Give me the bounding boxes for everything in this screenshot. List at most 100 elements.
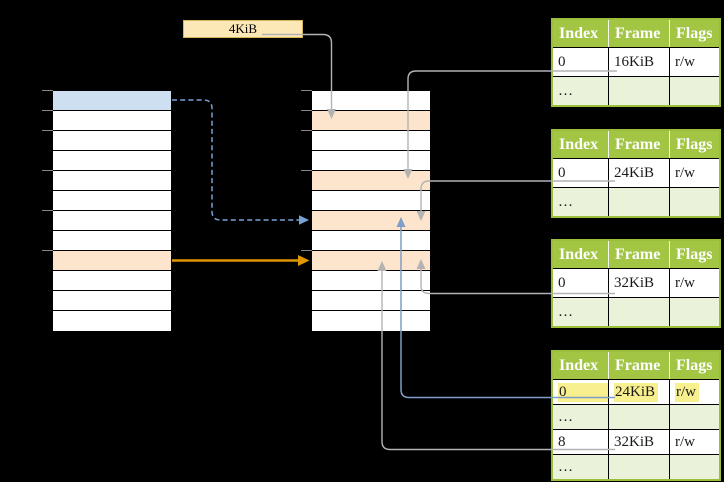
virtual-page-slot [53,211,171,231]
frame-table-cell-text: 16KiB [614,53,655,70]
frame-table-cell-text: 8 [558,433,566,450]
frame-table-cell-text: 0 [558,274,566,291]
frame-table-cell-text: r/w [675,53,695,70]
physical-frame-slot-mapped-peach [312,171,430,191]
virtual-page-slot [53,311,171,331]
virtual-page-slot [53,171,171,191]
frame-table-cell-text: 0 [558,382,608,402]
physical-frame-slot-mapped-peach [312,251,430,271]
frame-table-cell-text: 24KiB [614,164,655,181]
frame-table-cell [608,298,669,326]
frame-table-cell: 0 [553,380,608,404]
tick-mark [42,250,53,251]
frame-table-cell: … [553,455,608,479]
frame-table-row: 0 16KiB r/w [553,47,719,76]
frame-table-row: 0 32KiB r/w [553,268,719,297]
tick-mark [42,130,53,131]
frame-table-cell [608,188,669,216]
frame-table-cell [669,405,719,429]
frame-table-cell: 16KiB [608,48,669,76]
physical-frame-slot-mapped-peach [312,211,430,231]
column-header-flags: Flags [669,241,719,268]
frame-table-row: … [553,454,719,479]
tick-mark [42,110,53,111]
frame-table-cell: r/w [669,269,719,297]
frame-table-cell-text: 0 [558,53,566,70]
column-header-index: Index [559,24,599,42]
physical-frame-slot [312,151,430,171]
frame-table-row: … [553,404,719,429]
tick-mark [301,90,312,91]
frame-table-cell: 8 [553,430,608,454]
column-header-index: Index [559,245,599,263]
frame-table-row: 8 32KiB r/w [553,429,719,454]
frame-table-row: 0 24KiB r/w [553,379,719,404]
virtual-page-slot [53,231,171,251]
virtual-page-slot [53,271,171,291]
physical-frame-slot [312,91,430,111]
frame-table-cell-text: 24KiB [614,382,659,402]
frame-table-cell: r/w [669,380,719,404]
column-header-index: Index [559,356,599,374]
virtual-page-slot [53,131,171,151]
physical-frame-slot [312,271,430,291]
column-header-flags: Flags [669,131,719,158]
tick-mark [301,170,312,171]
frame-table-cell: … [553,188,608,216]
frame-table-row: 0 24KiB r/w [553,158,719,187]
virtual-page-slot [53,151,171,171]
frame-table-cell [608,405,669,429]
frame-table-row: … [553,76,719,105]
virtual-page-slot [53,291,171,311]
column-header-frame: Frame [608,131,669,158]
page-size-label: 4KiB [183,20,303,38]
frame-table-cell-text: … [558,458,573,475]
frame-table-cell: 24KiB [608,380,669,404]
frame-table-cell-text: r/w [675,274,695,291]
frame-table-cell: … [553,405,608,429]
frame-table-cell: 32KiB [608,430,669,454]
virtual-page-slot [53,191,171,211]
tick-mark [42,170,53,171]
column-header-frame: Frame [608,20,669,47]
frame-table-cell-text: … [558,303,573,320]
virtual-page-slot-mapped-peach [53,251,171,271]
frame-table-cell-text: … [558,193,573,210]
frame-table-cell: 0 [553,269,608,297]
tick-mark [301,130,312,131]
frame-table-cell [669,298,719,326]
frame-table-cell [669,455,719,479]
physical-frame-slot [312,231,430,251]
frame-table-cell: r/w [669,159,719,187]
frame-table-cell-text: r/w [675,433,695,450]
column-header-flags: Flags [669,20,719,47]
virtual-page-column [52,90,172,332]
frame-table-cell: r/w [669,430,719,454]
frame-table-cell: 0 [553,159,608,187]
physical-frame-column [311,90,431,332]
tick-mark [301,250,312,251]
arrow-mapped-page-to-frame [172,255,310,266]
frame-table-cell: … [553,77,608,105]
frame-table-row: … [553,187,719,216]
frame-table-cell-text: 32KiB [614,274,655,291]
frame-table-cell: 24KiB [608,159,669,187]
physical-frame-slot [312,191,430,211]
frame-table-cell-text: r/w [675,164,695,181]
column-header-flags: Flags [669,352,719,379]
frame-table-cell-text: r/w [675,382,699,402]
frame-table-cell: 0 [553,48,608,76]
frame-table-cell: … [553,298,608,326]
arrow-selected-page-to-frame [172,99,309,225]
column-header-frame: Frame [608,241,669,268]
frame-table-cell-text: … [558,408,573,425]
frame-table-cell [608,455,669,479]
virtual-page-slot-selected-blue [53,91,171,111]
